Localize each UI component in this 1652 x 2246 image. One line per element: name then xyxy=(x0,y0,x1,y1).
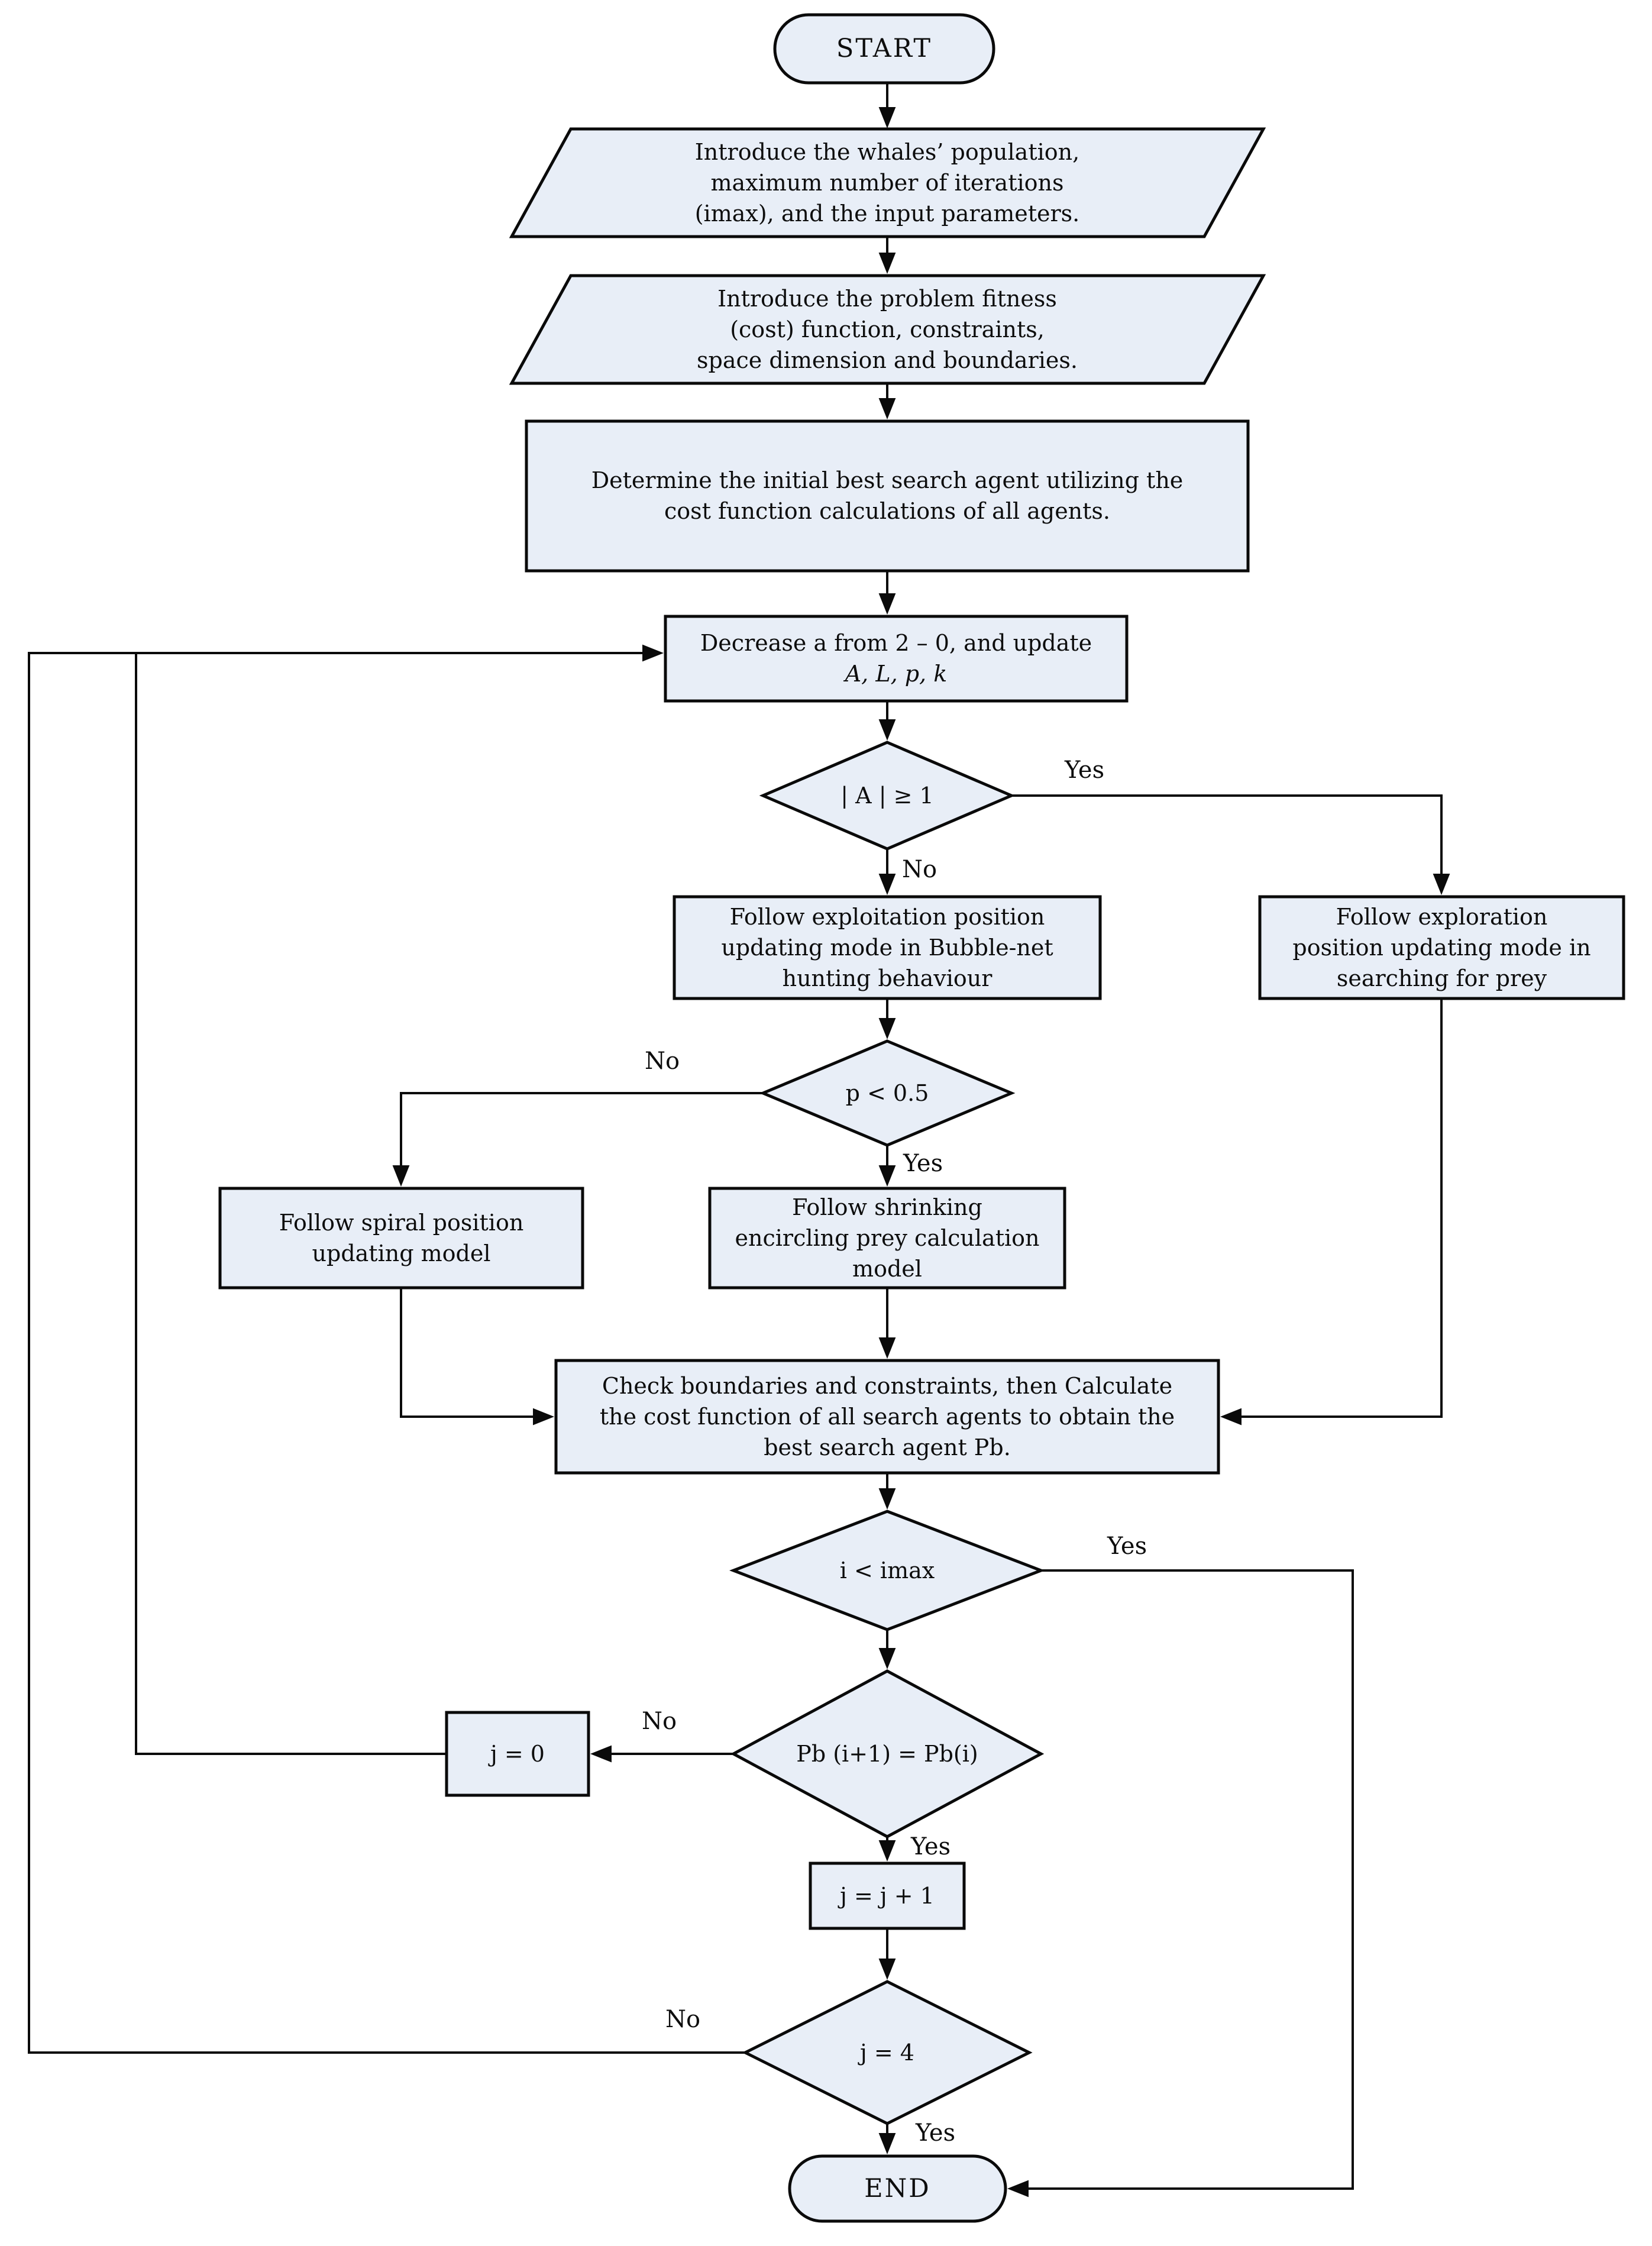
shrinking-process-shape xyxy=(708,1187,1066,1290)
spiral-line-1: Follow spiral position xyxy=(279,1210,524,1236)
edge-p-no-to-spiral xyxy=(392,1092,763,1187)
edge-j4-no-feedback-to-decrease xyxy=(28,644,745,2054)
end-terminator-label: END xyxy=(864,2174,931,2203)
edge-exploration-to-check-boundaries xyxy=(1220,998,1443,1426)
exploitation-process-shape xyxy=(673,895,1102,1000)
j4-decision-label: j = 4 xyxy=(860,2040,914,2066)
exploitation-line-3: hunting behaviour xyxy=(782,965,993,991)
edge-spiral-to-check-boundaries xyxy=(400,1288,555,1426)
intro-fitness-line-3: space dimension and boundaries. xyxy=(697,347,1078,373)
start-terminator-label: START xyxy=(836,34,933,63)
intro-fitness-text: Introduce the problem fitness (cost) fun… xyxy=(521,283,1254,376)
check-boundaries-line-3: best search agent Pb. xyxy=(764,1434,1011,1460)
decrease-a-text: Decrease a from 2 – 0, and update A, L, … xyxy=(665,628,1127,689)
abs-a-decision-label: | A | ≥ 1 xyxy=(840,783,934,809)
exploration-line-3: searching for prey xyxy=(1336,965,1547,991)
abs-yes-label: Yes xyxy=(1065,757,1105,784)
j-zero-label: j = 0 xyxy=(490,1741,545,1767)
p-yes-label: Yes xyxy=(903,1150,943,1177)
exploitation-line-1: Follow exploitation position xyxy=(729,904,1045,930)
decrease-a-line-2: A, L, p, k xyxy=(845,661,948,687)
j-zero-process-shape xyxy=(445,1711,590,1797)
check-boundaries-line-1: Check boundaries and constraints, then C… xyxy=(602,1373,1173,1399)
end-terminator-shape xyxy=(788,2154,1007,2223)
decrease-a-line-1: Decrease a from 2 – 0, and update xyxy=(700,630,1092,656)
exploration-line-1: Follow exploration xyxy=(1336,904,1548,930)
shrinking-line-1: Follow shrinking xyxy=(792,1194,982,1220)
pb-decision-label: Pb (i+1) = Pb(i) xyxy=(796,1741,978,1767)
j4-decision-shape xyxy=(742,1980,1033,2125)
intro-population-line-1: Introduce the whales’ population, xyxy=(694,139,1080,165)
spiral-process-shape xyxy=(218,1187,584,1290)
j-increment-process-shape xyxy=(809,1862,966,1930)
abs-no-label: No xyxy=(902,856,937,883)
start-terminator-shape xyxy=(773,13,995,85)
determine-initial-line-2: cost function calculations of all agents… xyxy=(664,498,1111,524)
exploration-text: Follow exploration position updating mod… xyxy=(1260,901,1624,994)
abs-a-decision-shape xyxy=(759,741,1016,851)
spiral-text: Follow spiral position updating model xyxy=(220,1207,583,1269)
determine-initial-process-shape xyxy=(525,419,1250,573)
j-increment-label: j = j + 1 xyxy=(840,1883,935,1909)
shrinking-line-2: encircling prey calculation xyxy=(735,1225,1040,1251)
intro-population-text: Introduce the whales’ population, maximu… xyxy=(521,137,1254,229)
intro-population-line-3: (imax), and the input parameters. xyxy=(694,201,1080,227)
iter-yes-label: Yes xyxy=(1107,1533,1147,1560)
determine-initial-text: Determine the initial best search agent … xyxy=(526,465,1248,526)
j4-no-label: No xyxy=(665,2006,701,2033)
exploration-process-shape xyxy=(1258,895,1625,1000)
edge-abs-yes-to-exploration xyxy=(1011,794,1450,896)
spiral-line-2: updating model xyxy=(312,1240,491,1266)
p-decision-shape xyxy=(759,1039,1016,1147)
j4-yes-label: Yes xyxy=(916,2119,956,2147)
exploitation-text: Follow exploitation position updating mo… xyxy=(674,901,1100,994)
intro-population-line-2: maximum number of iterations xyxy=(710,170,1064,196)
pb-decision-shape xyxy=(730,1669,1045,1838)
exploitation-line-2: updating mode in Bubble-net xyxy=(721,935,1053,961)
edge-iter-yes-to-end xyxy=(1007,1569,1354,2197)
intro-population-parallelogram-shape xyxy=(509,127,1266,238)
intro-fitness-line-2: (cost) function, constraints, xyxy=(730,316,1045,342)
p-no-label: No xyxy=(645,1048,680,1075)
determine-initial-line-1: Determine the initial best search agent … xyxy=(591,467,1184,493)
edge-j-zero-feedback-loop xyxy=(135,653,447,1755)
pb-yes-label: Yes xyxy=(911,1833,951,1860)
check-boundaries-process-shape xyxy=(554,1359,1220,1475)
intro-fitness-parallelogram-shape xyxy=(509,274,1266,385)
exploration-line-2: position updating mode in xyxy=(1292,935,1591,961)
decrease-a-process-shape xyxy=(664,615,1129,703)
shrinking-text: Follow shrinking encircling prey calcula… xyxy=(710,1192,1065,1284)
pb-no-label: No xyxy=(642,1708,677,1735)
shrinking-line-3: model xyxy=(852,1256,922,1282)
iter-decision-label: i < imax xyxy=(839,1557,935,1583)
intro-fitness-line-1: Introduce the problem fitness xyxy=(717,286,1057,312)
p-decision-label: p < 0.5 xyxy=(845,1080,929,1106)
iter-decision-shape xyxy=(729,1510,1045,1631)
check-boundaries-text: Check boundaries and constraints, then C… xyxy=(556,1371,1218,1463)
check-boundaries-line-2: the cost function of all search agents t… xyxy=(599,1404,1175,1430)
